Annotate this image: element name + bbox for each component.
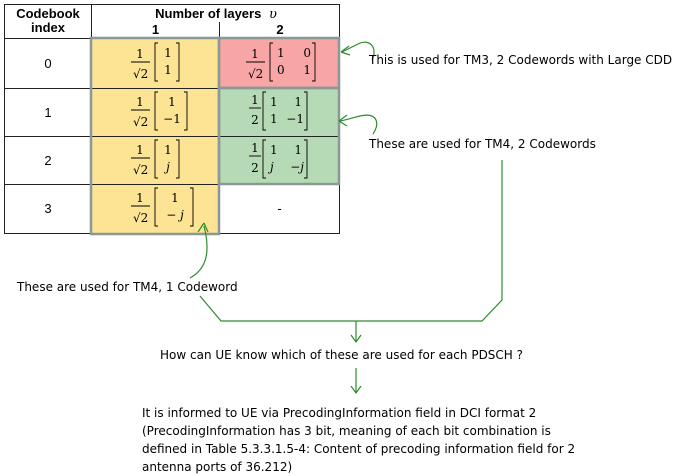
tm3-annotation: This is used for TM3, 2 Codewords with L… bbox=[369, 53, 673, 67]
answer-line-2: (PrecodingInformation has 3 bit, meaning… bbox=[142, 424, 551, 438]
answer-line-4: antenna ports of 36.212) bbox=[142, 460, 293, 474]
l1-row0-entry-a: 1 bbox=[164, 46, 172, 60]
svg-text:1: 1 bbox=[136, 191, 144, 205]
tm4-two-codeword-group-outline bbox=[217, 86, 341, 186]
number-of-layers-header: Number of layers υ bbox=[92, 7, 340, 22]
matrix-l2-row2: 1 2 bbox=[249, 139, 308, 179]
layer1-matrices: 1 √2 1 √2 1 √2 1 √2 bbox=[131, 42, 194, 227]
l1-row3-entries: 1 − j bbox=[159, 190, 191, 224]
l2-row0-e00: 1 bbox=[277, 46, 285, 60]
svg-text:1: 1 bbox=[251, 47, 259, 61]
matrix-l1-row2: 1 √2 bbox=[131, 139, 180, 179]
l1-row0-entry-b: 1 bbox=[164, 63, 172, 77]
l1-row1-entry-a: 1 bbox=[168, 95, 176, 109]
l1-row1-entry-b: −1 bbox=[163, 112, 181, 126]
codebook-index-header: Codebook index bbox=[5, 7, 91, 35]
svg-text:2: 2 bbox=[251, 113, 259, 127]
l2-row1-e01: 1 bbox=[294, 95, 302, 109]
svg-text:√2: √2 bbox=[133, 115, 148, 129]
down-arrow-2-head bbox=[350, 385, 362, 395]
merge-line bbox=[199, 160, 503, 322]
tm4-two-arrow bbox=[339, 114, 378, 135]
svg-text:√2: √2 bbox=[248, 67, 263, 81]
l2-row1-entries: 1 1 1 −1 bbox=[267, 94, 305, 128]
l2-row2-e00: 1 bbox=[270, 143, 278, 157]
matrix-l1-row3: 1 √2 bbox=[131, 187, 194, 227]
svg-text:√2: √2 bbox=[133, 67, 148, 81]
matrix-l1-row0: 1 √2 bbox=[131, 42, 180, 82]
l2-row3-empty: - bbox=[277, 201, 282, 216]
layers-symbol: υ bbox=[268, 7, 277, 22]
answer-line-3: defined in Table 5.3.3.1.5-4: Content of… bbox=[142, 442, 576, 456]
l2-row2-e10: j bbox=[270, 160, 274, 174]
codebook-index-header-line1: Codebook bbox=[16, 6, 80, 21]
layer2-matrices: 1 √2 1 2 1 2 bbox=[246, 42, 316, 179]
l2-row2-e11: −j bbox=[290, 160, 304, 174]
svg-text:1: 1 bbox=[136, 95, 144, 109]
matrix-l1-row1: 1 √2 bbox=[131, 91, 188, 131]
l2-row0-e01: 0 bbox=[303, 46, 311, 60]
codebook-index-2: 2 bbox=[44, 153, 52, 168]
svg-text:1: 1 bbox=[136, 143, 144, 157]
layer-col2-header: 2 bbox=[276, 22, 284, 37]
l1-row3-entry-b: − j bbox=[166, 208, 184, 222]
l1-row1-entries: 1 −1 bbox=[159, 94, 185, 128]
l1-row2-entry-a: 1 bbox=[164, 143, 172, 157]
codebook-index-header-line2: index bbox=[31, 20, 65, 35]
tm3-arrowhead bbox=[340, 45, 351, 56]
number-of-layers-label: Number of layers bbox=[155, 6, 262, 21]
l1-row3-entry-a: 1 bbox=[171, 191, 179, 205]
l1-row2-entry-b: j bbox=[166, 160, 170, 174]
l2-row2-entries: 1 1 j −j bbox=[267, 142, 305, 176]
svg-text:1: 1 bbox=[136, 47, 144, 61]
tm3-cell-fill bbox=[219, 38, 339, 88]
l2-row2-e01: 1 bbox=[294, 143, 302, 157]
svg-text:1: 1 bbox=[251, 93, 259, 107]
l1-row2-entries: 1 j bbox=[159, 142, 177, 176]
l2-row1-e00: 1 bbox=[270, 95, 278, 109]
svg-text:√2: √2 bbox=[133, 163, 148, 177]
tm4-one-arrow bbox=[189, 225, 208, 279]
down-arrow-1-head bbox=[350, 334, 362, 344]
answer-text: It is informed to UE via PrecodingInform… bbox=[142, 404, 575, 476]
l1-row0-entries: 1 1 bbox=[159, 45, 177, 79]
codebook-index-1: 1 bbox=[44, 105, 52, 120]
svg-text:1: 1 bbox=[251, 141, 259, 155]
matrix-l2-row1: 1 2 bbox=[249, 91, 308, 131]
tm4-one-codeword-annotation: These are used for TM4, 1 Codeword bbox=[17, 280, 238, 294]
answer-line-1: It is informed to UE via PrecodingInform… bbox=[142, 406, 537, 420]
connector-lines bbox=[189, 41, 503, 395]
tm4-one-arrowhead bbox=[197, 222, 209, 233]
question-text: How can UE know which of these are used … bbox=[160, 348, 524, 362]
svg-text:√2: √2 bbox=[133, 211, 148, 225]
l2-row0-e10: 0 bbox=[277, 63, 285, 77]
l2-row0-e11: 1 bbox=[303, 63, 311, 77]
tm3-arrow bbox=[341, 41, 375, 61]
l2-row1-e11: −1 bbox=[286, 112, 304, 126]
codebook-index-3: 3 bbox=[44, 201, 52, 216]
matrix-l2-row0: 1 √2 bbox=[246, 42, 316, 82]
l2-row0-entries: 1 0 0 1 bbox=[274, 45, 314, 79]
l2-row1-e10: 1 bbox=[270, 112, 278, 126]
layer-col1-header: 1 bbox=[151, 22, 160, 37]
svg-text:2: 2 bbox=[251, 161, 259, 175]
tm4-two-codewords-annotation: These are used for TM4, 2 Codewords bbox=[369, 137, 596, 151]
tm4-two-arrowhead bbox=[338, 114, 348, 127]
codebook-index-0: 0 bbox=[44, 56, 52, 71]
